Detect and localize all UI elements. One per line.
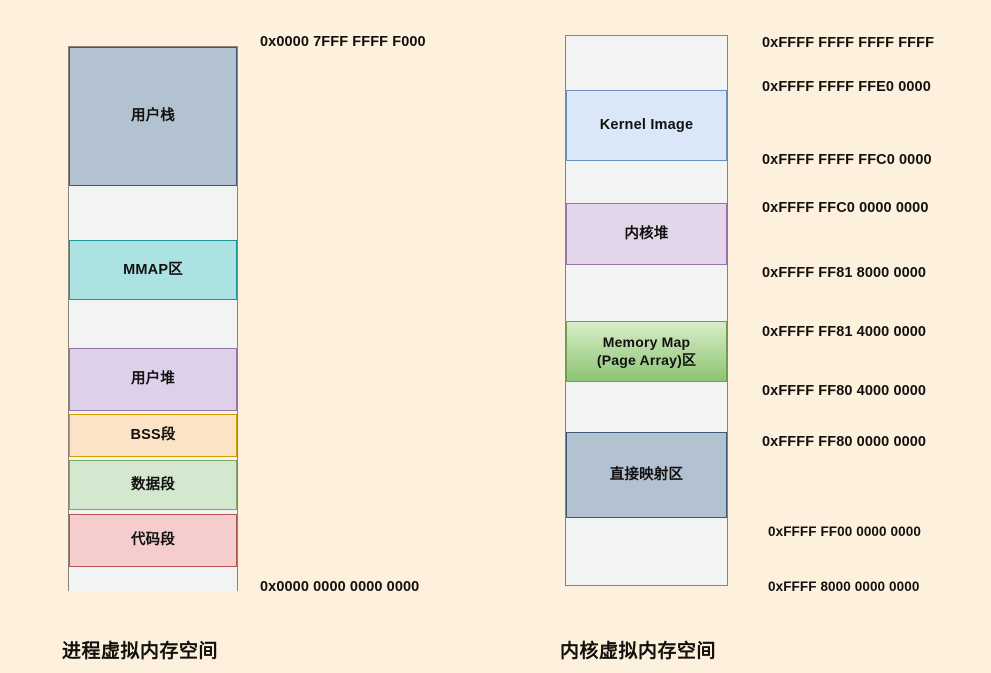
process-gap-band	[69, 186, 237, 240]
kernel-gap-band	[566, 161, 727, 203]
kernel-address-label: 0xFFFF FF81 8000 0000	[762, 265, 927, 281]
process-address-label: 0x0000 0000 0000 0000	[260, 579, 420, 595]
process-region-用户堆: 用户堆	[69, 348, 237, 411]
process-region-数据段: 数据段	[69, 460, 237, 510]
kernel-region-label: 内核堆	[624, 225, 669, 242]
kernel-address-label: 0xFFFF FF80 0000 0000	[762, 434, 927, 450]
process-region-代码段: 代码段	[69, 514, 237, 567]
kernel-address-label: 0xFFFF FFFF FFE0 0000	[762, 79, 931, 95]
process-memory-column: 用户栈 MMAP区用户堆 BSS段数据段代码段	[68, 46, 238, 592]
kernel-gap-band	[566, 36, 727, 90]
kernel-address-label: 0xFFFF 8000 0000 0000	[768, 579, 920, 594]
kernel-region-label: 直接映射区	[609, 466, 684, 483]
kernel-address-label: 0xFFFF FF00 0000 0000	[768, 524, 921, 539]
kernel-region-内核堆: 内核堆	[566, 203, 727, 265]
process-space-caption: 进程虚拟内存空间	[62, 641, 219, 662]
kernel-address-label: 0xFFFF FF80 4000 0000	[762, 383, 927, 399]
kernel-region-kernel-image: Kernel Image	[566, 90, 727, 161]
kernel-region-label: Memory Map(Page Array)区	[596, 334, 697, 368]
kernel-address-label: 0xFFFF FF81 4000 0000	[762, 324, 927, 340]
process-gap-band	[69, 567, 237, 592]
kernel-gap-band	[566, 265, 727, 321]
process-region-mmap区: MMAP区	[69, 240, 237, 300]
kernel-region-memory-map-page-array区: Memory Map(Page Array)区	[566, 321, 727, 382]
kernel-region-label: Kernel Image	[599, 117, 694, 134]
process-gap-band	[69, 300, 237, 348]
kernel-gap-band	[566, 518, 727, 584]
process-region-用户栈: 用户栈	[69, 47, 237, 186]
kernel-region-直接映射区: 直接映射区	[566, 432, 727, 518]
process-region-label: BSS段	[130, 427, 176, 444]
process-region-label: 用户堆	[130, 371, 176, 388]
kernel-space-caption: 内核虚拟内存空间	[560, 641, 717, 662]
process-region-label: MMAP区	[123, 261, 183, 278]
kernel-memory-column: Kernel Image 内核堆 Memory Map(Page Array)区直接…	[565, 35, 728, 586]
kernel-gap-band	[566, 382, 727, 432]
process-region-label: 数据段	[130, 476, 176, 493]
process-address-label: 0x0000 7FFF FFFF F000	[260, 34, 426, 50]
kernel-address-label: 0xFFFF FFFF FFC0 0000	[762, 152, 932, 168]
process-region-bss段: BSS段	[69, 414, 237, 457]
kernel-address-label: 0xFFFF FFC0 0000 0000	[762, 200, 929, 216]
kernel-address-label: 0xFFFF FFFF FFFF FFFF	[762, 35, 935, 51]
process-region-label: 用户栈	[130, 108, 176, 125]
process-region-label: 代码段	[130, 532, 176, 549]
